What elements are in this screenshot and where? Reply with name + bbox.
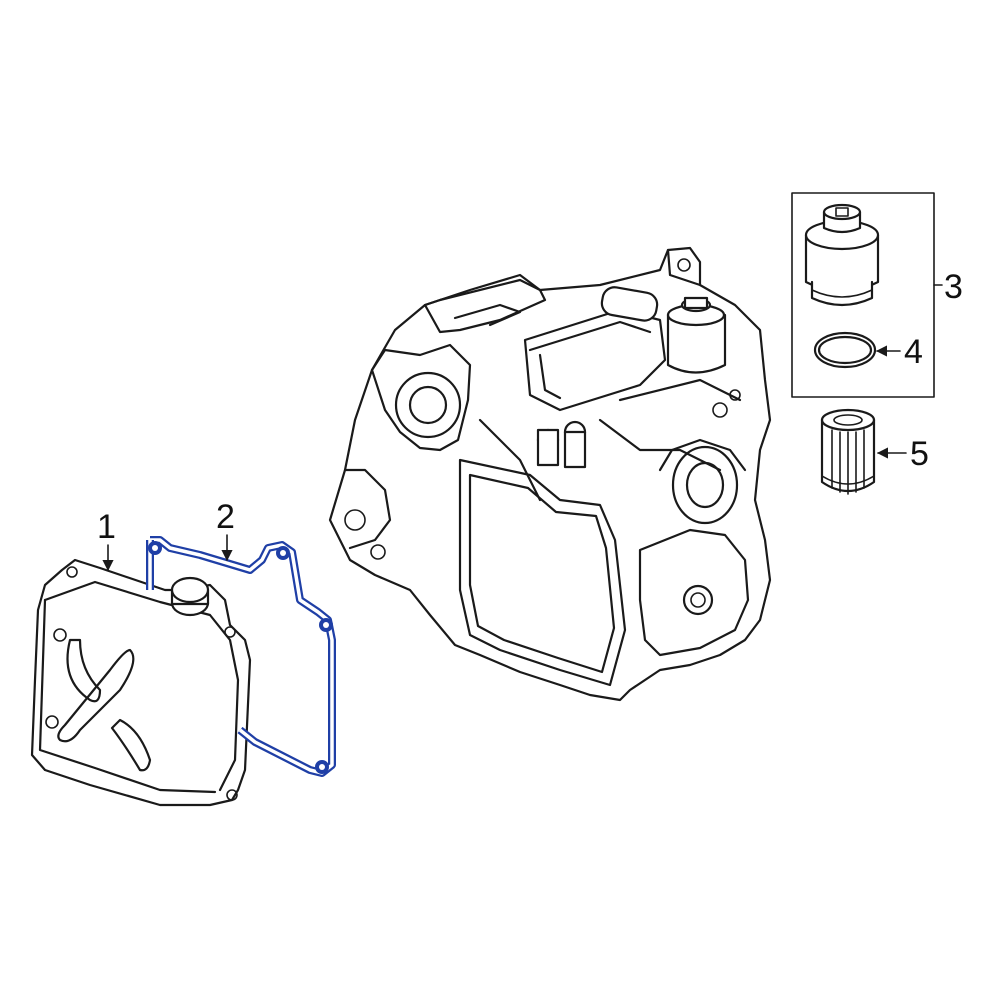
part-1-oil-pan[interactable] [30, 558, 252, 807]
callout-label-5: 5 [910, 435, 929, 473]
transmission-housing [328, 246, 772, 702]
callout-1: 1 [97, 508, 116, 572]
part-4-o-ring[interactable] [813, 331, 877, 369]
callout-label-4: 4 [904, 333, 923, 371]
callout-2: 2 [216, 498, 235, 562]
part-3-filter-cap[interactable] [804, 203, 880, 307]
callout-label-2: 2 [216, 498, 235, 536]
callout-3: 3 [933, 268, 963, 306]
part-2-gasket[interactable] [146, 536, 336, 777]
kit-box [791, 192, 935, 398]
callout-4: 4 [875, 333, 923, 371]
callout-label-3: 3 [944, 268, 963, 306]
callout-5: 5 [876, 435, 929, 473]
part-5-filter-element[interactable] [820, 408, 876, 495]
callout-label-1: 1 [97, 508, 116, 546]
